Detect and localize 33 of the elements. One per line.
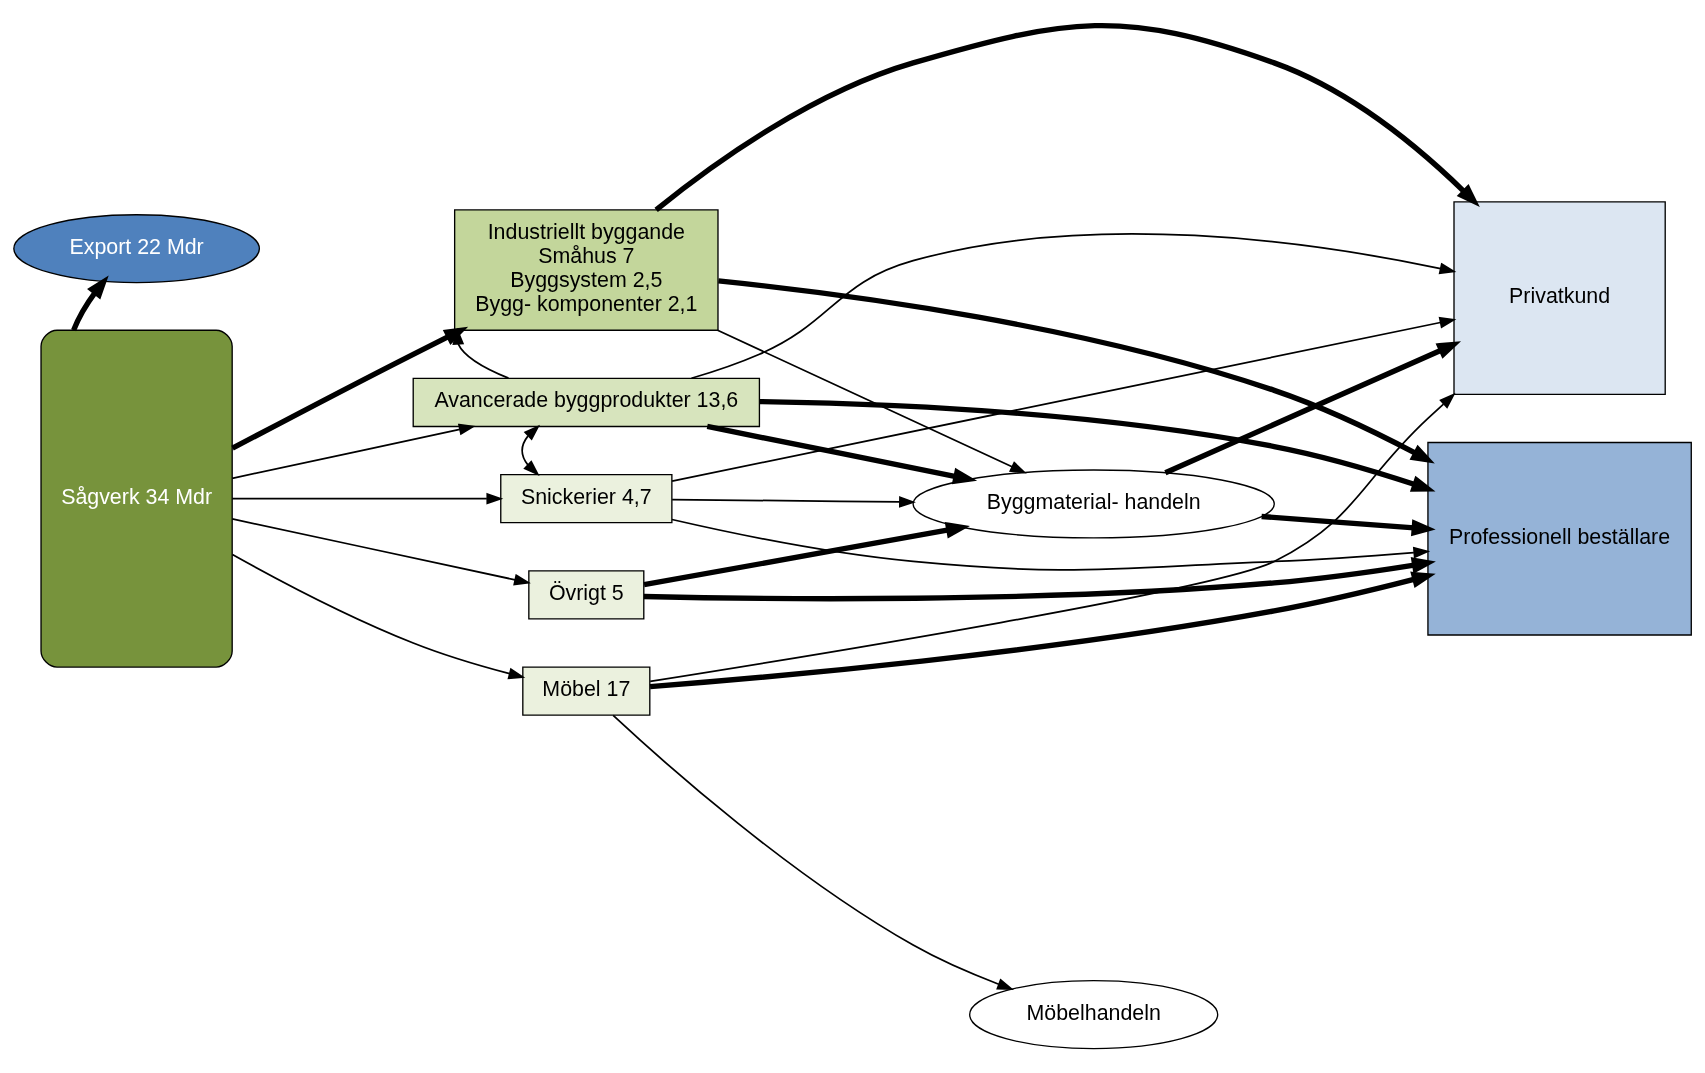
arrow [231,517,531,585]
arrow [231,326,469,451]
arrow [759,398,1436,492]
node-box: Snickerier 4,7 [500,473,673,523]
arrow [71,274,109,331]
arrow [231,492,504,505]
node-ellipse: Export 22 Mdr [13,213,261,283]
arrow [452,327,510,379]
arrow [649,392,1456,682]
arrow [231,423,476,479]
node-box: Privatkund [1453,200,1666,395]
node-box: Industriellt byggande Småhus 7 Byggsystem 2,5 Bygg- komponenter 2,1 [453,208,719,331]
node-box: Övrigt 5 [528,569,645,620]
arrow [706,423,978,484]
arrow [718,277,1435,464]
node-box: Avancerade byggprodukter 13,6 [412,377,761,427]
arrow [231,553,526,679]
arrow [649,571,1436,689]
arrow [671,518,1431,571]
arrow [671,316,1457,482]
arrow [643,521,970,587]
node-box: Professionell beställare [1427,441,1692,636]
arrow [671,495,916,508]
arrow [1261,513,1436,536]
node-box: Sågverk 34 Mdr [40,329,233,668]
arrow [521,424,541,476]
arrow [716,328,1027,474]
arrow [612,714,1015,990]
node-box: Möbel 17 [522,665,651,716]
arrow [643,556,1436,601]
arrow [1164,340,1462,475]
arrow [654,22,1480,212]
arrow [690,232,1457,379]
